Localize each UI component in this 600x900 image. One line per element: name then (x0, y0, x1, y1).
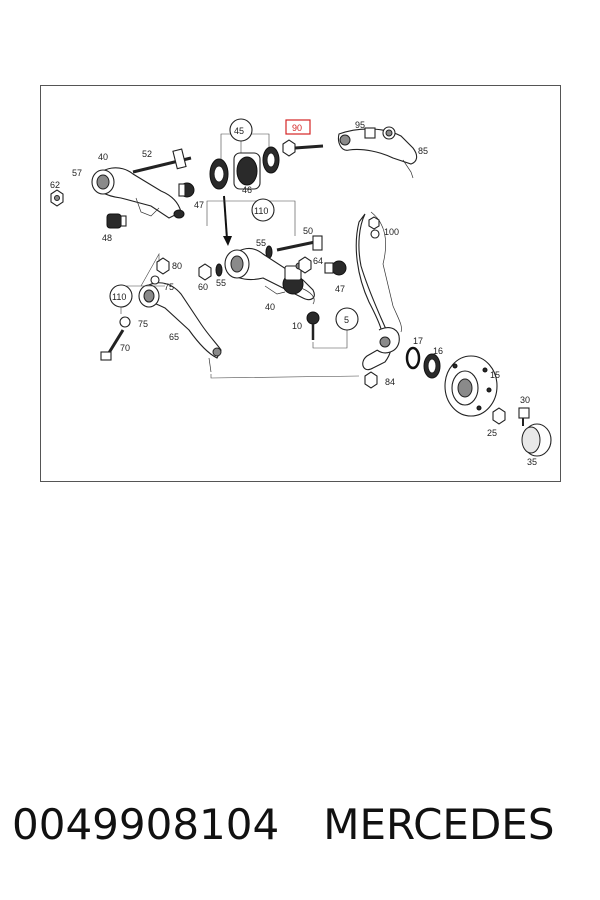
ball-joint-47a-drawing (178, 182, 195, 198)
steering-knuckle-drawing (355, 211, 402, 371)
highlight-box-90 (285, 119, 311, 135)
nut-60-drawing (198, 263, 212, 281)
control-arm-40-drawing (91, 167, 185, 219)
bolt-10-drawing (306, 311, 320, 340)
nut-64-drawing (298, 256, 312, 274)
parts-diagram: 52 40 57 62 48 45 46 47 90 95 85 110 55 … (40, 85, 561, 482)
label-55: 55 (256, 238, 266, 248)
label-35: 35 (527, 457, 537, 467)
label-40: 40 (98, 152, 108, 162)
upper-arm-85-drawing (337, 126, 418, 179)
bushing-set-45-drawing (209, 133, 280, 246)
bolt-70-drawing (100, 329, 125, 361)
label-75: 75 (164, 282, 174, 292)
bolt-90-drawing (282, 139, 324, 157)
label-55-lower: 55 (216, 278, 226, 288)
label-45: 45 (234, 126, 244, 136)
label-75-lower: 75 (138, 319, 148, 329)
label-60: 60 (198, 282, 208, 292)
label-5: 5 (344, 315, 349, 325)
label-84: 84 (385, 377, 395, 387)
bushing-48-drawing (106, 213, 127, 229)
label-15: 15 (490, 370, 500, 380)
label-62: 62 (50, 180, 60, 190)
label-47-lower: 47 (335, 284, 345, 294)
exploded-suspension-drawing: 52 40 57 62 48 45 46 47 90 95 85 110 55 … (50, 118, 552, 467)
screw-30-drawing (518, 407, 530, 426)
nut-25-drawing (492, 407, 506, 425)
label-48: 48 (102, 233, 112, 243)
label-25: 25 (487, 428, 497, 438)
label-70: 70 (120, 343, 130, 353)
brand-name: MERCEDES (323, 800, 555, 849)
label-64: 64 (313, 256, 323, 266)
label-85: 85 (418, 146, 428, 156)
washer-75-drawing (119, 275, 160, 328)
product-caption: 0049908104 MERCEDES (12, 800, 592, 860)
label-40-lower: 40 (265, 302, 275, 312)
label-50: 50 (303, 226, 313, 236)
nut-62-drawing (50, 189, 64, 207)
label-16: 16 (433, 346, 443, 356)
hub-cap-35-drawing (521, 423, 552, 457)
nut-84-drawing (364, 371, 378, 389)
nut-80-drawing (156, 257, 170, 275)
part-number: 0049908104 (12, 800, 280, 849)
ball-joint-47b-drawing (324, 260, 347, 276)
callout-circle-110b (109, 284, 133, 308)
label-47: 47 (194, 200, 204, 210)
label-52: 52 (142, 149, 152, 159)
label-30: 30 (520, 395, 530, 405)
label-110-lower: 110 (112, 292, 126, 302)
label-57: 57 (72, 168, 82, 178)
bolt-50-drawing (206, 200, 323, 252)
bolt-52-drawing (132, 148, 192, 174)
label-100: 100 (384, 227, 399, 237)
wheel-hub-15-drawing (444, 355, 498, 417)
bearing-16-drawing (423, 353, 441, 379)
circlip-17-drawing (405, 346, 421, 370)
control-arm-65-drawing (138, 282, 222, 373)
label-80: 80 (172, 261, 182, 271)
label-90: 90 (292, 123, 302, 133)
label-46: 46 (242, 185, 252, 195)
washer-55b-drawing (215, 263, 223, 277)
label-110: 110 (254, 206, 268, 216)
label-10: 10 (292, 321, 302, 331)
callout-circle-45 (229, 118, 253, 142)
callout-circle-110a (251, 198, 275, 222)
label-17: 17 (413, 336, 423, 346)
label-65: 65 (169, 332, 179, 342)
label-95: 95 (355, 120, 365, 130)
callout-circle-5 (335, 307, 359, 331)
